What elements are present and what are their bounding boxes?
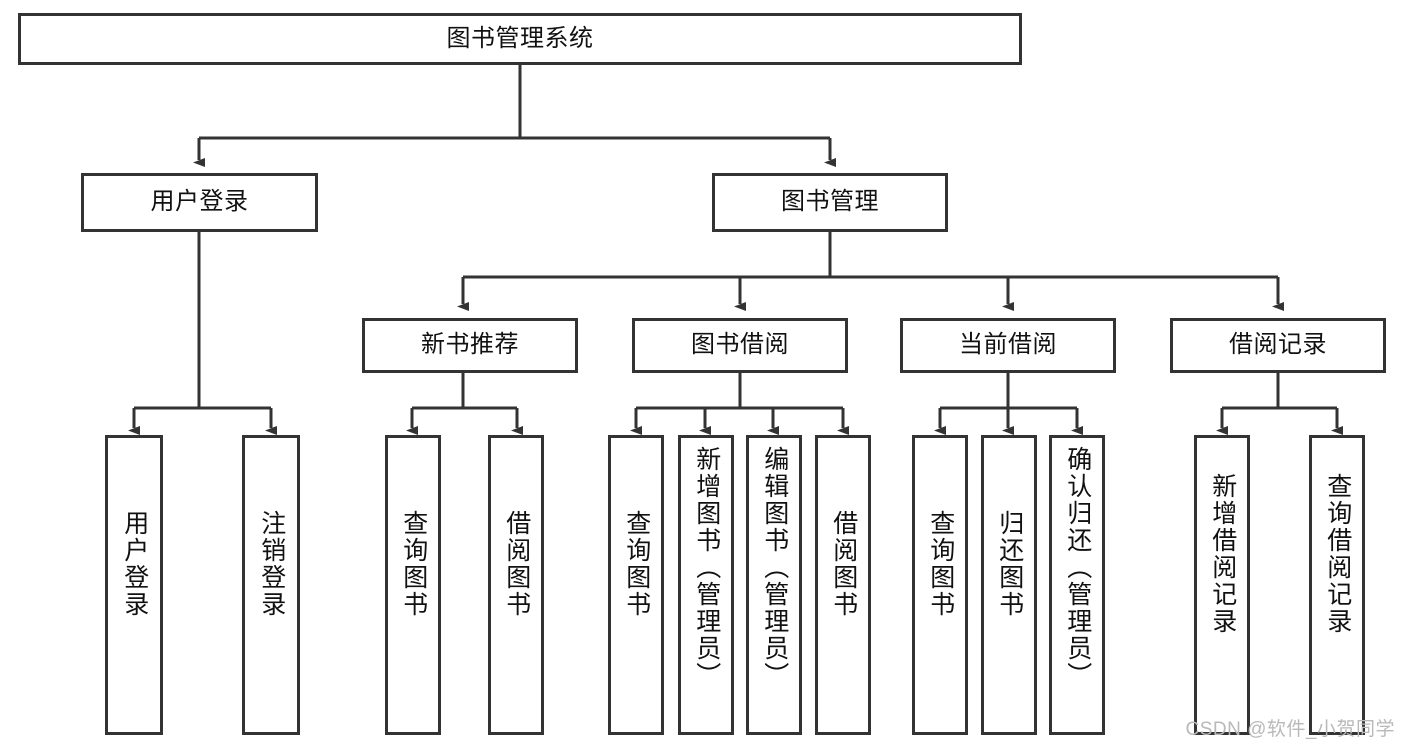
node-root-label: 图书管理系统 — [446, 24, 594, 52]
leaf-user-login-label: 用户登录 — [120, 510, 149, 618]
leaf-edit-book-label: 编辑图书（管理员） — [760, 446, 789, 689]
node-borrow-record[interactable]: 借阅记录 — [1170, 318, 1386, 373]
node-root[interactable]: 图书管理系统 — [18, 13, 1022, 65]
leaf-query-record-label: 查询借阅记录 — [1323, 473, 1352, 635]
leaf-return-book-label: 归还图书 — [995, 510, 1024, 618]
node-book-management[interactable]: 图书管理 — [712, 173, 948, 232]
leaf-user-logout[interactable]: 注销登录 — [242, 435, 300, 735]
node-new-book-recommend-label: 新书推荐 — [421, 331, 519, 359]
leaf-add-book-label: 新增图书（管理员） — [692, 446, 721, 689]
leaf-user-logout-label: 注销登录 — [257, 510, 286, 618]
leaf-add-record-label: 新增借阅记录 — [1208, 473, 1237, 635]
leaf-add-book[interactable]: 新增图书（管理员） — [678, 435, 734, 735]
leaf-query-book-2[interactable]: 查询图书 — [608, 435, 664, 735]
leaf-query-book-1[interactable]: 查询图书 — [385, 435, 441, 735]
node-user-login-label: 用户登录 — [150, 188, 249, 216]
leaf-return-book[interactable]: 归还图书 — [981, 435, 1037, 735]
node-current-borrow[interactable]: 当前借阅 — [900, 318, 1116, 373]
leaf-borrow-book-2[interactable]: 借阅图书 — [815, 435, 871, 735]
node-book-management-label: 图书管理 — [781, 188, 879, 216]
leaf-borrow-book-1-label: 借阅图书 — [502, 510, 531, 618]
node-current-borrow-label: 当前借阅 — [959, 331, 1057, 359]
leaf-borrow-book-2-label: 借阅图书 — [829, 510, 858, 618]
leaf-edit-book[interactable]: 编辑图书（管理员） — [746, 435, 802, 735]
node-book-borrow-label: 图书借阅 — [691, 331, 789, 359]
watermark: CSDN @软件_小贺同学 — [1185, 719, 1395, 740]
leaf-query-book-2-label: 查询图书 — [622, 510, 651, 618]
leaf-user-login[interactable]: 用户登录 — [105, 435, 163, 735]
node-new-book-recommend[interactable]: 新书推荐 — [362, 318, 578, 373]
leaf-query-book-3[interactable]: 查询图书 — [912, 435, 968, 735]
node-borrow-record-label: 借阅记录 — [1229, 331, 1327, 359]
leaf-confirm-return-label: 确认归还（管理员） — [1063, 446, 1092, 689]
node-user-login[interactable]: 用户登录 — [81, 173, 318, 232]
leaf-query-book-1-label: 查询图书 — [399, 510, 428, 618]
leaf-add-record[interactable]: 新增借阅记录 — [1194, 435, 1250, 735]
leaf-confirm-return[interactable]: 确认归还（管理员） — [1049, 435, 1105, 735]
leaf-borrow-book-1[interactable]: 借阅图书 — [488, 435, 544, 735]
leaf-query-record[interactable]: 查询借阅记录 — [1309, 435, 1365, 735]
leaf-query-book-3-label: 查询图书 — [926, 510, 955, 618]
node-book-borrow[interactable]: 图书借阅 — [632, 318, 848, 373]
